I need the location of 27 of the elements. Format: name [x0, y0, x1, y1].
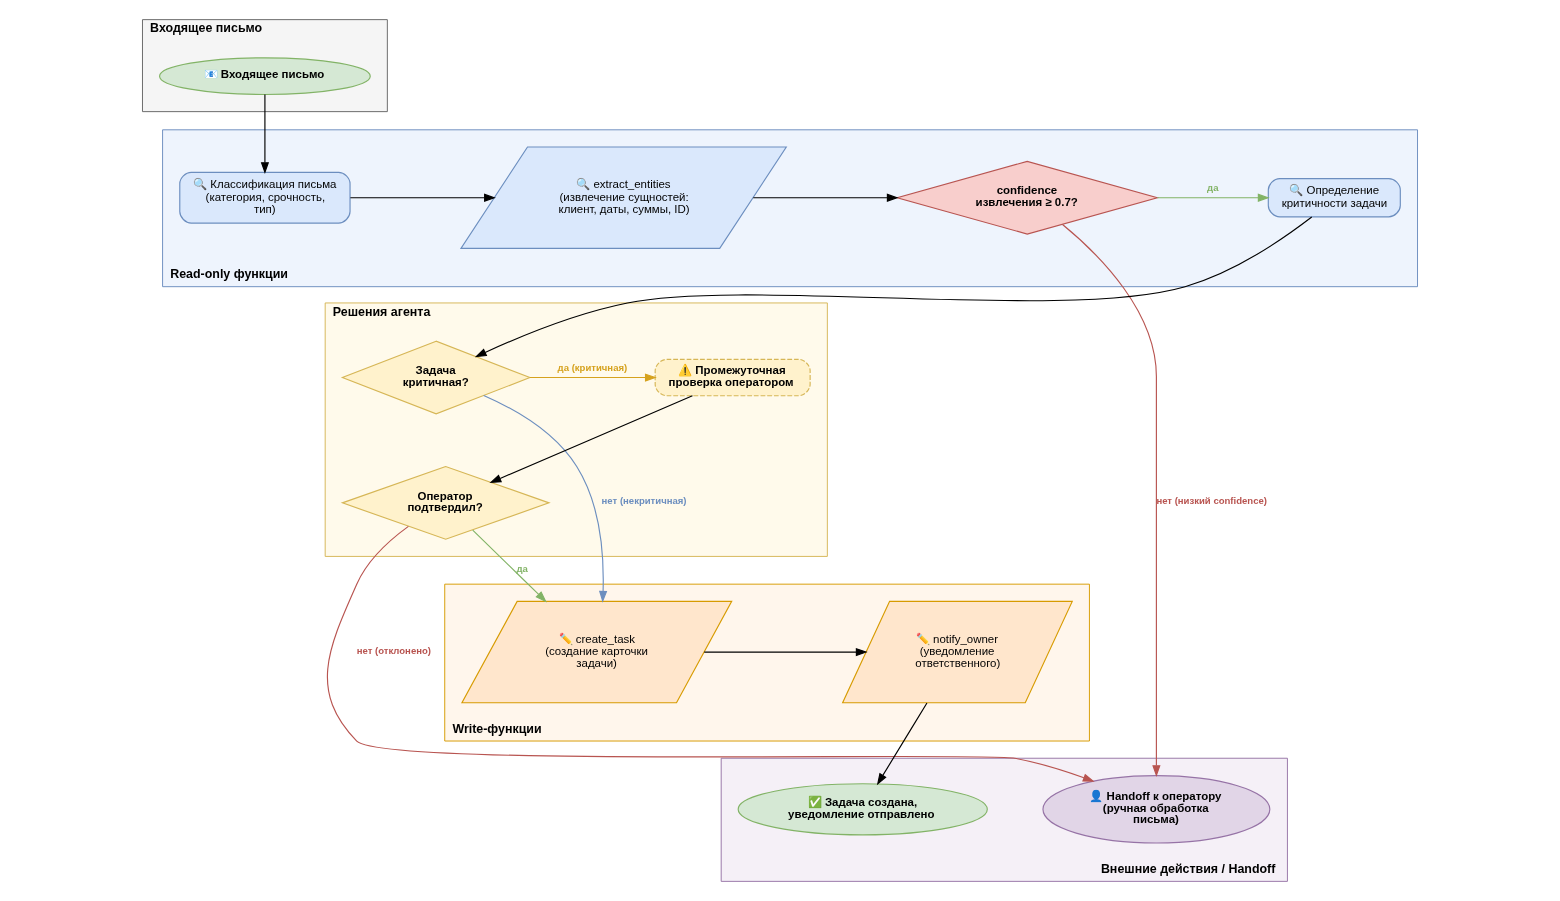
edge-label: нет (некритичная)	[601, 495, 687, 507]
node-ellipse: ✅ Задача создана, уведомление отправлено	[737, 783, 988, 836]
arrow	[489, 395, 694, 484]
arrow	[483, 394, 608, 603]
arrow	[529, 373, 657, 382]
node-diamond: Задача критичная?	[340, 340, 532, 415]
arrow	[260, 93, 270, 175]
arrow	[1061, 224, 1161, 778]
arrow	[474, 216, 1313, 358]
node-ellipse: 📧 Входящее письмо	[159, 57, 371, 96]
arrow	[876, 702, 928, 786]
arrow	[1156, 193, 1270, 202]
arrow	[326, 525, 1095, 782]
node-diamond: confidence извлечения ≥ 0.7?	[895, 160, 1160, 235]
arrow	[752, 193, 899, 202]
node-diamond: Оператор подтвердил?	[340, 465, 551, 540]
edge-label: нет (отклонено)	[356, 644, 431, 656]
node-box: 🔍 Классификация письма (категория, срочность, тип)	[179, 171, 351, 224]
node-box: ⚠ Промежуточная проверка оператором	[654, 358, 811, 397]
arrow	[472, 529, 547, 603]
edge-label: нет (низкий confidence)	[1156, 495, 1267, 507]
node-box: 🔍 Определение критичности задачи	[1267, 178, 1401, 218]
edge-label: да	[1207, 182, 1219, 194]
edge-label: да (критичная)	[557, 361, 628, 373]
edge-label: да	[516, 562, 528, 574]
arrow	[349, 193, 496, 202]
arrow	[703, 647, 868, 657]
